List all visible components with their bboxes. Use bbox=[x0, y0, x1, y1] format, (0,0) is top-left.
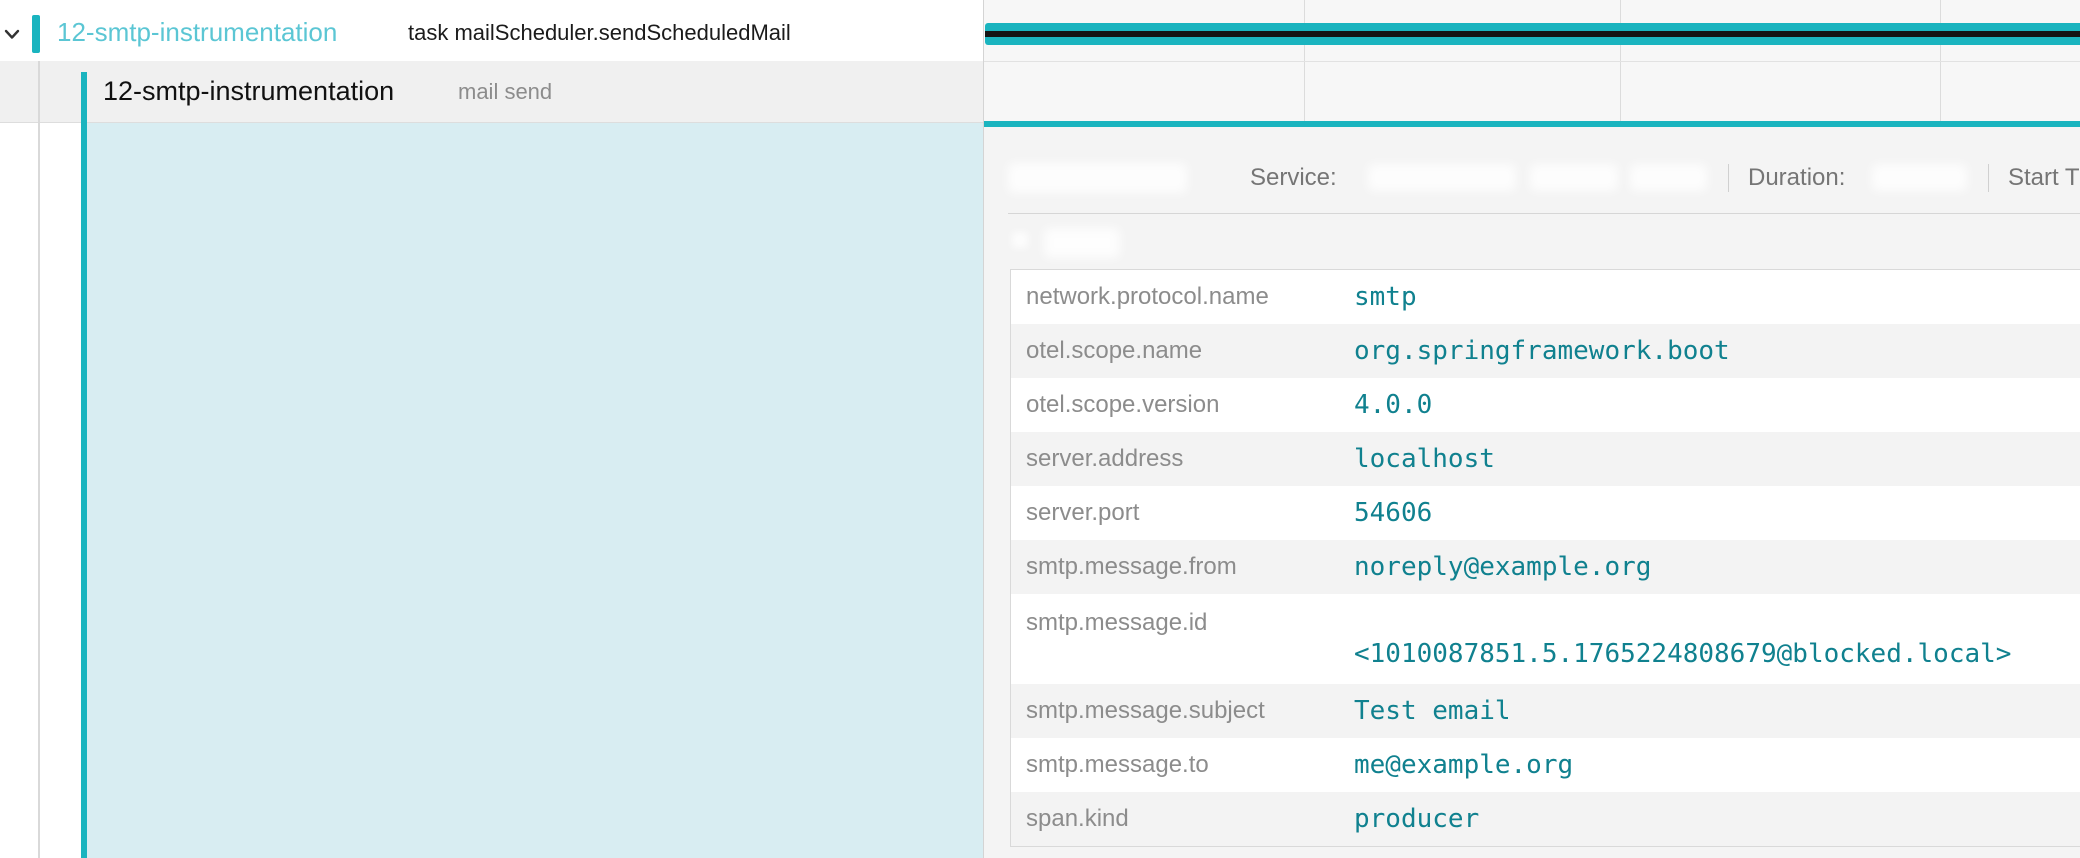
header-separator bbox=[1728, 164, 1729, 192]
selected-span-highlight bbox=[87, 123, 983, 858]
attribute-value: 54606 bbox=[1354, 498, 1433, 528]
time-gridline bbox=[1940, 0, 1941, 121]
time-gridline bbox=[1304, 0, 1305, 121]
span-detail-panel: Service: Duration: Start Time: network.p… bbox=[984, 121, 2080, 858]
critical-path-stripe bbox=[985, 31, 2080, 37]
span-detail-header: Service: Duration: Start Time: bbox=[984, 162, 2080, 194]
attribute-key: network.protocol.name bbox=[1026, 283, 1269, 310]
span-duration-bar[interactable] bbox=[985, 23, 2080, 45]
attribute-value: producer bbox=[1354, 804, 1480, 834]
attribute-row: span.kind producer bbox=[1011, 792, 2080, 846]
attribute-value: localhost bbox=[1354, 444, 1495, 474]
attribute-key: server.address bbox=[1026, 445, 1184, 472]
attribute-key: server.port bbox=[1026, 499, 1140, 526]
attribute-row: server.address localhost bbox=[1011, 432, 2080, 486]
attribute-key: smtp.message.from bbox=[1026, 553, 1237, 580]
attribute-row: smtp.message.from noreply@example.org bbox=[1011, 540, 2080, 594]
tree-indent-guide bbox=[38, 61, 40, 858]
attribute-key: otel.scope.name bbox=[1026, 337, 1203, 364]
attribute-row: smtp.message.to me@example.org bbox=[1011, 738, 2080, 792]
timeline-area bbox=[984, 0, 2080, 121]
header-divider bbox=[1008, 213, 2080, 214]
service-name[interactable]: 12-smtp-instrumentation bbox=[57, 17, 338, 47]
time-gridline bbox=[1620, 0, 1621, 121]
attribute-value: noreply@example.org bbox=[1354, 552, 1652, 582]
attribute-row: smtp.message.subject Test email bbox=[1011, 684, 2080, 738]
redacted-tags-accordion[interactable] bbox=[1044, 228, 1120, 258]
service-name: 12-smtp-instrumentation bbox=[103, 76, 395, 106]
attribute-key: otel.scope.version bbox=[1026, 391, 1220, 418]
column-resizer[interactable] bbox=[983, 0, 984, 858]
attribute-row: otel.scope.version 4.0.0 bbox=[1011, 378, 2080, 432]
span-row-selected[interactable]: 12-smtp-instrumentation mail send bbox=[0, 61, 983, 123]
span-attributes-table: network.protocol.name smtp otel.scope.nam… bbox=[1010, 269, 2080, 847]
header-separator bbox=[1988, 164, 1989, 192]
start-time-label: Start Time: bbox=[2008, 164, 2080, 191]
attribute-row: server.port 54606 bbox=[1011, 486, 2080, 540]
attribute-value: <1010087851.5.1765224808679@blocked.loca… bbox=[1354, 639, 2012, 669]
span-row-parent[interactable]: 12-smtp-instrumentation task mailSchedul… bbox=[0, 4, 983, 61]
attribute-key: smtp.message.id bbox=[1026, 609, 1208, 636]
timeline-row-divider bbox=[984, 61, 2080, 62]
redacted-operation-name bbox=[1008, 163, 1187, 193]
attribute-row: smtp.message.id <1010087851.5.17652248086… bbox=[1011, 594, 2080, 684]
service-color-bar bbox=[81, 72, 87, 858]
redacted-service-value bbox=[1368, 164, 1516, 191]
operation-name: mail send bbox=[458, 79, 553, 104]
service-color-bar bbox=[32, 15, 40, 53]
operation-name: task mailScheduler.sendScheduledMail bbox=[408, 20, 791, 45]
attribute-key: smtp.message.subject bbox=[1026, 697, 1265, 724]
service-label: Service: bbox=[1250, 164, 1337, 191]
attribute-value: me@example.org bbox=[1354, 750, 1574, 780]
redacted-accordion-chevron-icon[interactable] bbox=[1012, 232, 1028, 248]
redacted-duration-value bbox=[1872, 164, 1967, 191]
redacted-service-value bbox=[1530, 164, 1618, 191]
attribute-row: otel.scope.name org.springframework.boot bbox=[1011, 324, 2080, 378]
attribute-value: Test email bbox=[1354, 696, 1511, 726]
attribute-key: span.kind bbox=[1026, 805, 1129, 832]
attribute-value: 4.0.0 bbox=[1354, 390, 1433, 420]
attribute-value: smtp bbox=[1354, 282, 1417, 312]
span-name-column: 12-smtp-instrumentation task mailSchedul… bbox=[0, 0, 983, 858]
duration-label: Duration: bbox=[1748, 164, 1846, 191]
attribute-row: network.protocol.name smtp bbox=[1011, 270, 2080, 324]
redacted-service-value bbox=[1630, 164, 1707, 191]
chevron-down-icon[interactable] bbox=[2, 24, 22, 44]
attribute-value: org.springframework.boot bbox=[1354, 336, 1730, 366]
attribute-key: smtp.message.to bbox=[1026, 751, 1209, 778]
